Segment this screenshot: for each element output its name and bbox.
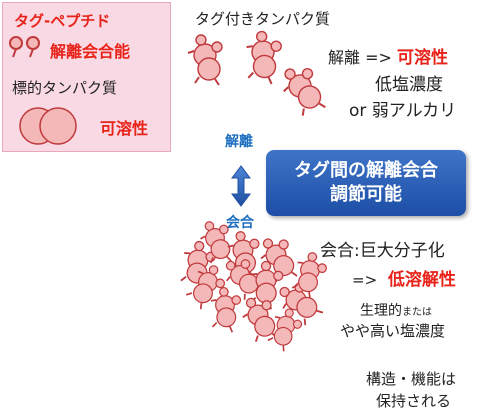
double-arrow-icon — [231, 165, 251, 207]
legend-target-label: 標的タンパク質 — [12, 79, 118, 97]
tagged-protein-icon — [242, 297, 278, 342]
assoc-label: 会合 — [226, 215, 254, 231]
target-protein-icon — [19, 107, 77, 145]
tagged-protein-icon — [246, 30, 282, 85]
physio-small: または — [402, 307, 432, 318]
note-line-2: 保持される — [376, 392, 452, 410]
tagged-protein-icon — [283, 67, 326, 116]
note-line-1: 構造・機能は — [366, 370, 457, 388]
condition-line-2: or 弱アルカリ — [349, 101, 457, 121]
banner-line-1: タグ間の解離会合 — [294, 160, 438, 181]
dissoc-prefix: 解離 => — [328, 48, 392, 67]
condition-line-1: 低塩濃度 — [375, 75, 443, 95]
tagged-protein-icon — [200, 221, 232, 264]
tagged-protein-icon — [291, 252, 327, 299]
dissociation-line: 解離 => 可溶性 — [328, 43, 448, 68]
arrow-prefix: => — [352, 271, 378, 289]
tagged-protein-icon — [180, 240, 216, 290]
dissoc-result: 可溶性 — [397, 48, 448, 68]
tagged-protein-icon — [187, 34, 223, 86]
legend-assoc-label: 解離会合能 — [50, 42, 131, 61]
tagged-protein-group-associated — [180, 221, 327, 352]
tagged-protein-icon — [250, 260, 284, 310]
regulation-banner: タグ間の解離会合 調節可能 — [266, 150, 466, 216]
low-solubility-line: => 低溶解性 — [352, 265, 456, 290]
tag-peptide-icon — [9, 36, 40, 58]
physio-line-2: やや高い塩濃度 — [340, 322, 446, 340]
legend-soluble-label: 可溶性 — [100, 119, 149, 138]
low-solubility: 低溶解性 — [387, 270, 456, 290]
tagged-protein-group-dissociated — [187, 30, 326, 116]
dissoc-label: 解離 — [225, 134, 253, 150]
tagged-protein-icon — [210, 287, 242, 333]
tagged-protein-icon — [267, 308, 303, 352]
banner-line-2: 調節可能 — [330, 184, 402, 205]
physio-main: 生理的 — [360, 303, 402, 319]
physio-line-1: 生理的または — [360, 300, 432, 320]
association-line: 会合:巨大分子化 — [320, 241, 445, 261]
tagged-protein-icon — [225, 259, 264, 300]
top-title: タグ付きタンパク質 — [195, 10, 331, 28]
legend-title: タグ-ペプチド — [14, 12, 111, 30]
tagged-protein-icon — [185, 265, 226, 310]
